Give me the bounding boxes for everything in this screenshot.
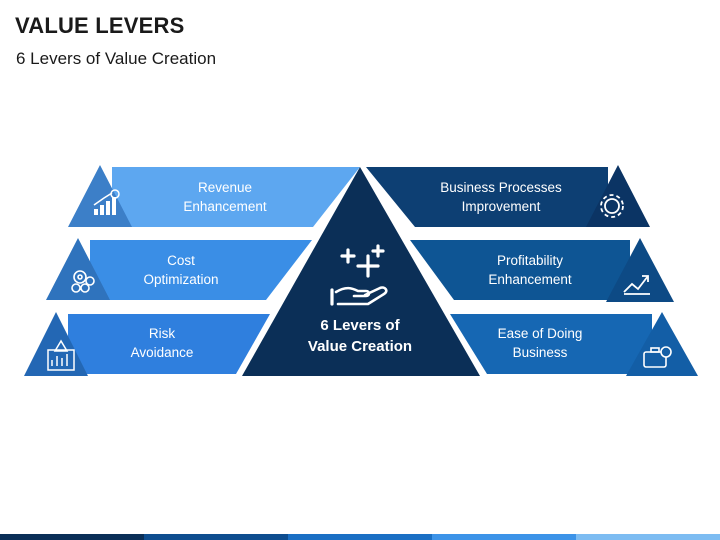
lever-triangle-profitability [606,238,674,302]
lever-bar-ease-of-business [450,314,652,374]
risk-chart-warning-icon [47,339,75,371]
lever-label-business-processes: Business Processes Improvement [420,178,582,216]
lever-triangle-risk [24,312,88,376]
profit-arrow-icon [623,275,650,295]
lever-label-revenue-line2: Enhancement [183,199,267,214]
gear-coins-icon [71,270,95,293]
lever-label-risk: Risk Avoidance [87,324,237,362]
lever-label-cost-line2: Optimization [143,272,219,287]
gear-dollar-icon [600,194,624,218]
lever-bar-profitability [410,240,630,300]
lever-label-business-processes-line2: Improvement [461,199,541,214]
page-title: VALUE LEVERS [15,13,185,38]
page-subtitle: 6 Levers of Value Creation [16,49,217,68]
growth-chart-dollar-icon [93,189,120,215]
briefcase-dollar-icon [643,346,672,368]
footer-segment [144,534,288,540]
center-label-line2: Value Creation [307,338,413,355]
lever-bar-business-processes [366,167,608,227]
footer-segment [288,534,432,540]
footer-segment [576,534,720,540]
lever-label-cost-line1: Cost [167,253,195,268]
lever-bar-cost [90,240,312,300]
lever-label-cost: Cost Optimization [106,251,256,289]
lever-label-ease-of-business-line2: Business [512,345,568,360]
lever-label-profitability-line1: Profitability [496,253,564,268]
lever-bar-revenue [112,167,360,227]
lever-label-revenue-line1: Revenue [197,180,253,195]
lever-bar-risk [68,314,270,374]
lever-triangle-cost [46,238,110,300]
lever-label-revenue: Revenue Enhancement [150,178,300,216]
lever-label-profitability-line2: Enhancement [488,272,572,287]
center-label: 6 Levers of Value Creation [290,315,430,357]
lever-label-ease-of-business-line1: Ease of Doing [497,326,583,341]
footer-segment [432,534,576,540]
lever-label-profitability: Profitability Enhancement [455,251,605,289]
lever-label-risk-line1: Risk [148,326,176,341]
footer-segment [0,534,144,540]
center-pyramid [242,167,480,376]
hand-plus-icon [330,244,388,306]
footer-gradient-bar [0,534,720,540]
lever-label-risk-line2: Avoidance [130,345,194,360]
lever-label-ease-of-business: Ease of Doing Business [465,324,615,362]
lever-label-business-processes-line1: Business Processes [440,180,562,195]
center-label-line1: 6 Levers of [320,317,400,334]
